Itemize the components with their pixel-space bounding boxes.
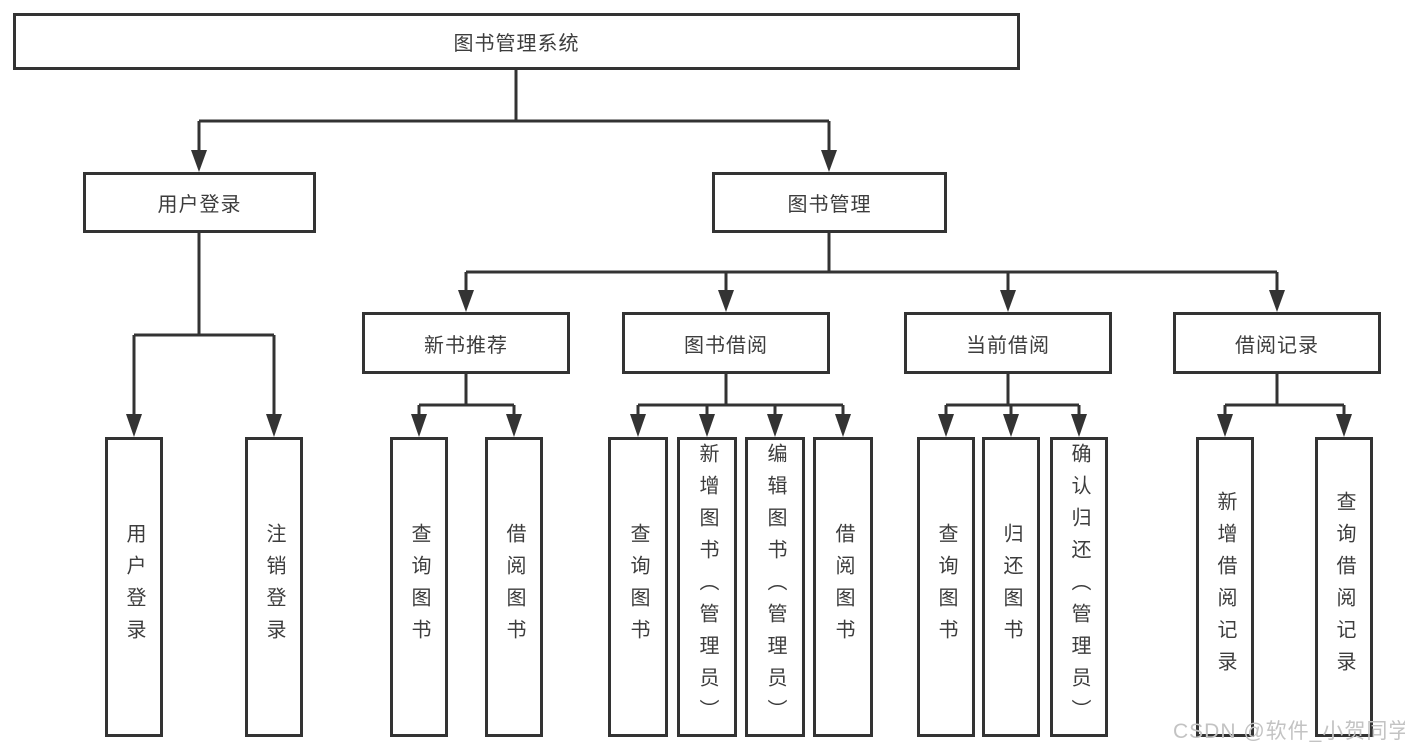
leaf-query-book-3: 查询图书 [917,437,975,737]
arrowhead [1003,414,1019,437]
leaf-query-book-2: 查询图书 [608,437,668,737]
node-borrow-record: 借阅记录 [1173,312,1381,374]
arrowhead [458,290,474,312]
leaf-edit-book-admin: 编辑图书（管理员） [745,437,805,737]
arrowhead [1217,414,1233,437]
arrowhead [821,150,837,172]
arrowhead [630,414,646,437]
leaf-confirm-return-admin: 确认归还（管理员） [1050,437,1108,737]
leaf-user-login: 用户登录 [105,437,163,737]
leaf-borrow-book-1: 借阅图书 [485,437,543,737]
csdn-watermark: CSDN @软件_小贺同学 [1173,720,1405,743]
arrowhead [835,414,851,437]
leaf-return-book: 归还图书 [982,437,1040,737]
arrowhead [266,414,282,437]
arrowhead [1000,290,1016,312]
arrowhead [938,414,954,437]
leaf-add-book-admin: 新增图书（管理员） [677,437,737,737]
leaf-borrow-book-2: 借阅图书 [813,437,873,737]
node-user-login: 用户登录 [83,172,316,233]
arrowhead [767,414,783,437]
arrowhead [506,414,522,437]
leaf-query-book-1: 查询图书 [390,437,448,737]
arrowhead [1071,414,1087,437]
node-book-borrow: 图书借阅 [622,312,830,374]
arrowhead [1336,414,1352,437]
arrowhead [1269,290,1285,312]
leaf-query-borrow-record: 查询借阅记录 [1315,437,1373,737]
leaf-add-borrow-record: 新增借阅记录 [1196,437,1254,737]
node-new-book-recommend: 新书推荐 [362,312,570,374]
node-root: 图书管理系统 [13,13,1020,70]
leaf-logout: 注销登录 [245,437,303,737]
arrowhead [191,150,207,172]
arrowhead [699,414,715,437]
arrowhead [411,414,427,437]
node-current-borrow: 当前借阅 [904,312,1112,374]
arrowhead [718,290,734,312]
node-book-management: 图书管理 [712,172,947,233]
arrowhead [126,414,142,437]
